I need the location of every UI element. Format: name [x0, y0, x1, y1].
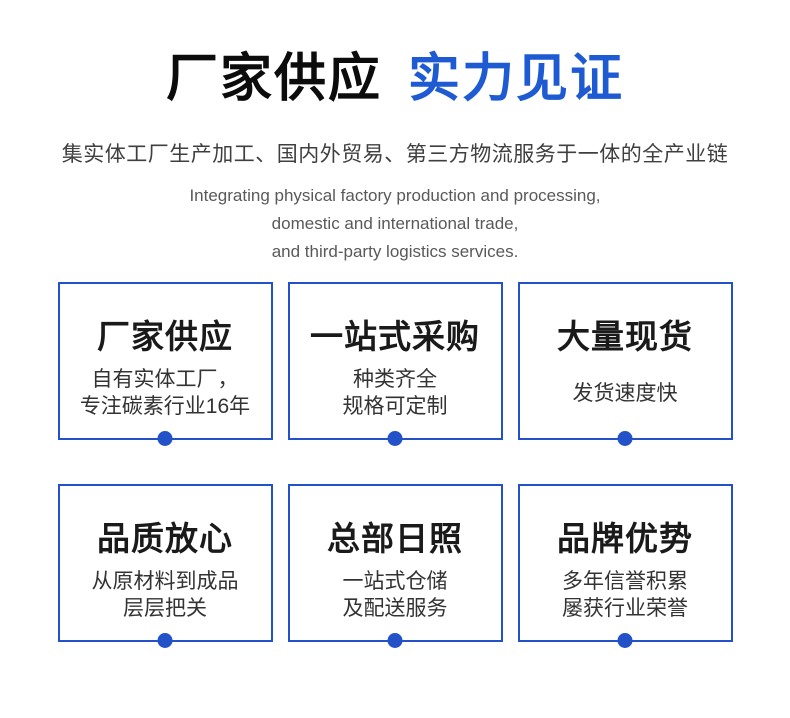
card-title: 品质放心 [97, 520, 233, 558]
card-title: 总部日照 [327, 520, 463, 558]
dot-marker-icon [157, 431, 173, 447]
card-description-line: 一站式仓储 [342, 570, 448, 594]
feature-card-factory-supply: 厂家供应 自有实体工厂， 专注碳素行业16年 [57, 282, 273, 447]
banner-header: 厂家供应实力见证 集实体工厂生产加工、国内外贸易、第三方物流服务于一体的全产业链… [0, 0, 790, 266]
feature-card-headquarters-rizhao: 总部日照 一站式仓储 及配送服务 [287, 484, 503, 649]
card-description-line: 层层把关 [123, 597, 207, 621]
card-description: 从原材料到成品 层层把关 [92, 560, 239, 640]
card-title: 厂家供应 [97, 318, 233, 356]
dot-marker-icon [387, 431, 403, 447]
feature-cards-grid: 厂家供应 自有实体工厂， 专注碳素行业16年 一站式采购 种类齐全 规格可定制 … [57, 282, 733, 649]
subtitle-chinese: 集实体工厂生产加工、国内外贸易、第三方物流服务于一体的全产业链 [61, 142, 729, 167]
card-description-line: 从原材料到成品 [91, 570, 239, 594]
card-description-line: 屡获行业荣誉 [562, 597, 688, 621]
feature-card-large-stock: 大量现货 发货速度快 [517, 282, 733, 447]
card-title: 品牌优势 [557, 520, 693, 558]
page-title-black-part: 厂家供应 [165, 50, 382, 108]
intro-english-line: domestic and international trade, [271, 214, 519, 234]
feature-card-one-stop-purchasing: 一站式采购 种类齐全 规格可定制 [287, 282, 503, 447]
dot-marker-icon [617, 431, 633, 447]
card-description-line: 规格可定制 [342, 395, 448, 419]
page-title-blue-part: 实力见证 [408, 50, 625, 108]
card-description: 发货速度快 [573, 358, 678, 438]
card-description-line: 自有实体工厂， [91, 368, 239, 392]
card-title: 大量现货 [557, 318, 693, 356]
intro-english: Integrating physical factory production … [0, 182, 790, 266]
feature-card-quality-assurance: 品质放心 从原材料到成品 层层把关 [57, 484, 273, 649]
page-title: 厂家供应实力见证 [0, 50, 790, 108]
dot-marker-icon [157, 633, 173, 649]
card-description-line: 多年信誉积累 [562, 570, 688, 594]
intro-english-line: Integrating physical factory production … [189, 186, 601, 206]
card-description-line: 发货速度快 [572, 381, 678, 405]
card-description: 自有实体工厂， 专注碳素行业16年 [80, 358, 250, 438]
card-title: 一站式采购 [310, 318, 480, 356]
card-description-line: 种类齐全 [353, 368, 437, 392]
card-description-line: 及配送服务 [342, 597, 448, 621]
card-description: 一站式仓储 及配送服务 [343, 560, 448, 640]
feature-card-brand-advantage: 品牌优势 多年信誉积累 屡获行业荣誉 [517, 484, 733, 649]
intro-english-line: and third-party logistics services. [271, 242, 519, 262]
card-description-line: 专注碳素行业16年 [79, 395, 251, 419]
card-description: 多年信誉积累 屡获行业荣誉 [562, 560, 688, 640]
card-description: 种类齐全 规格可定制 [343, 358, 448, 438]
dot-marker-icon [617, 633, 633, 649]
dot-marker-icon [387, 633, 403, 649]
